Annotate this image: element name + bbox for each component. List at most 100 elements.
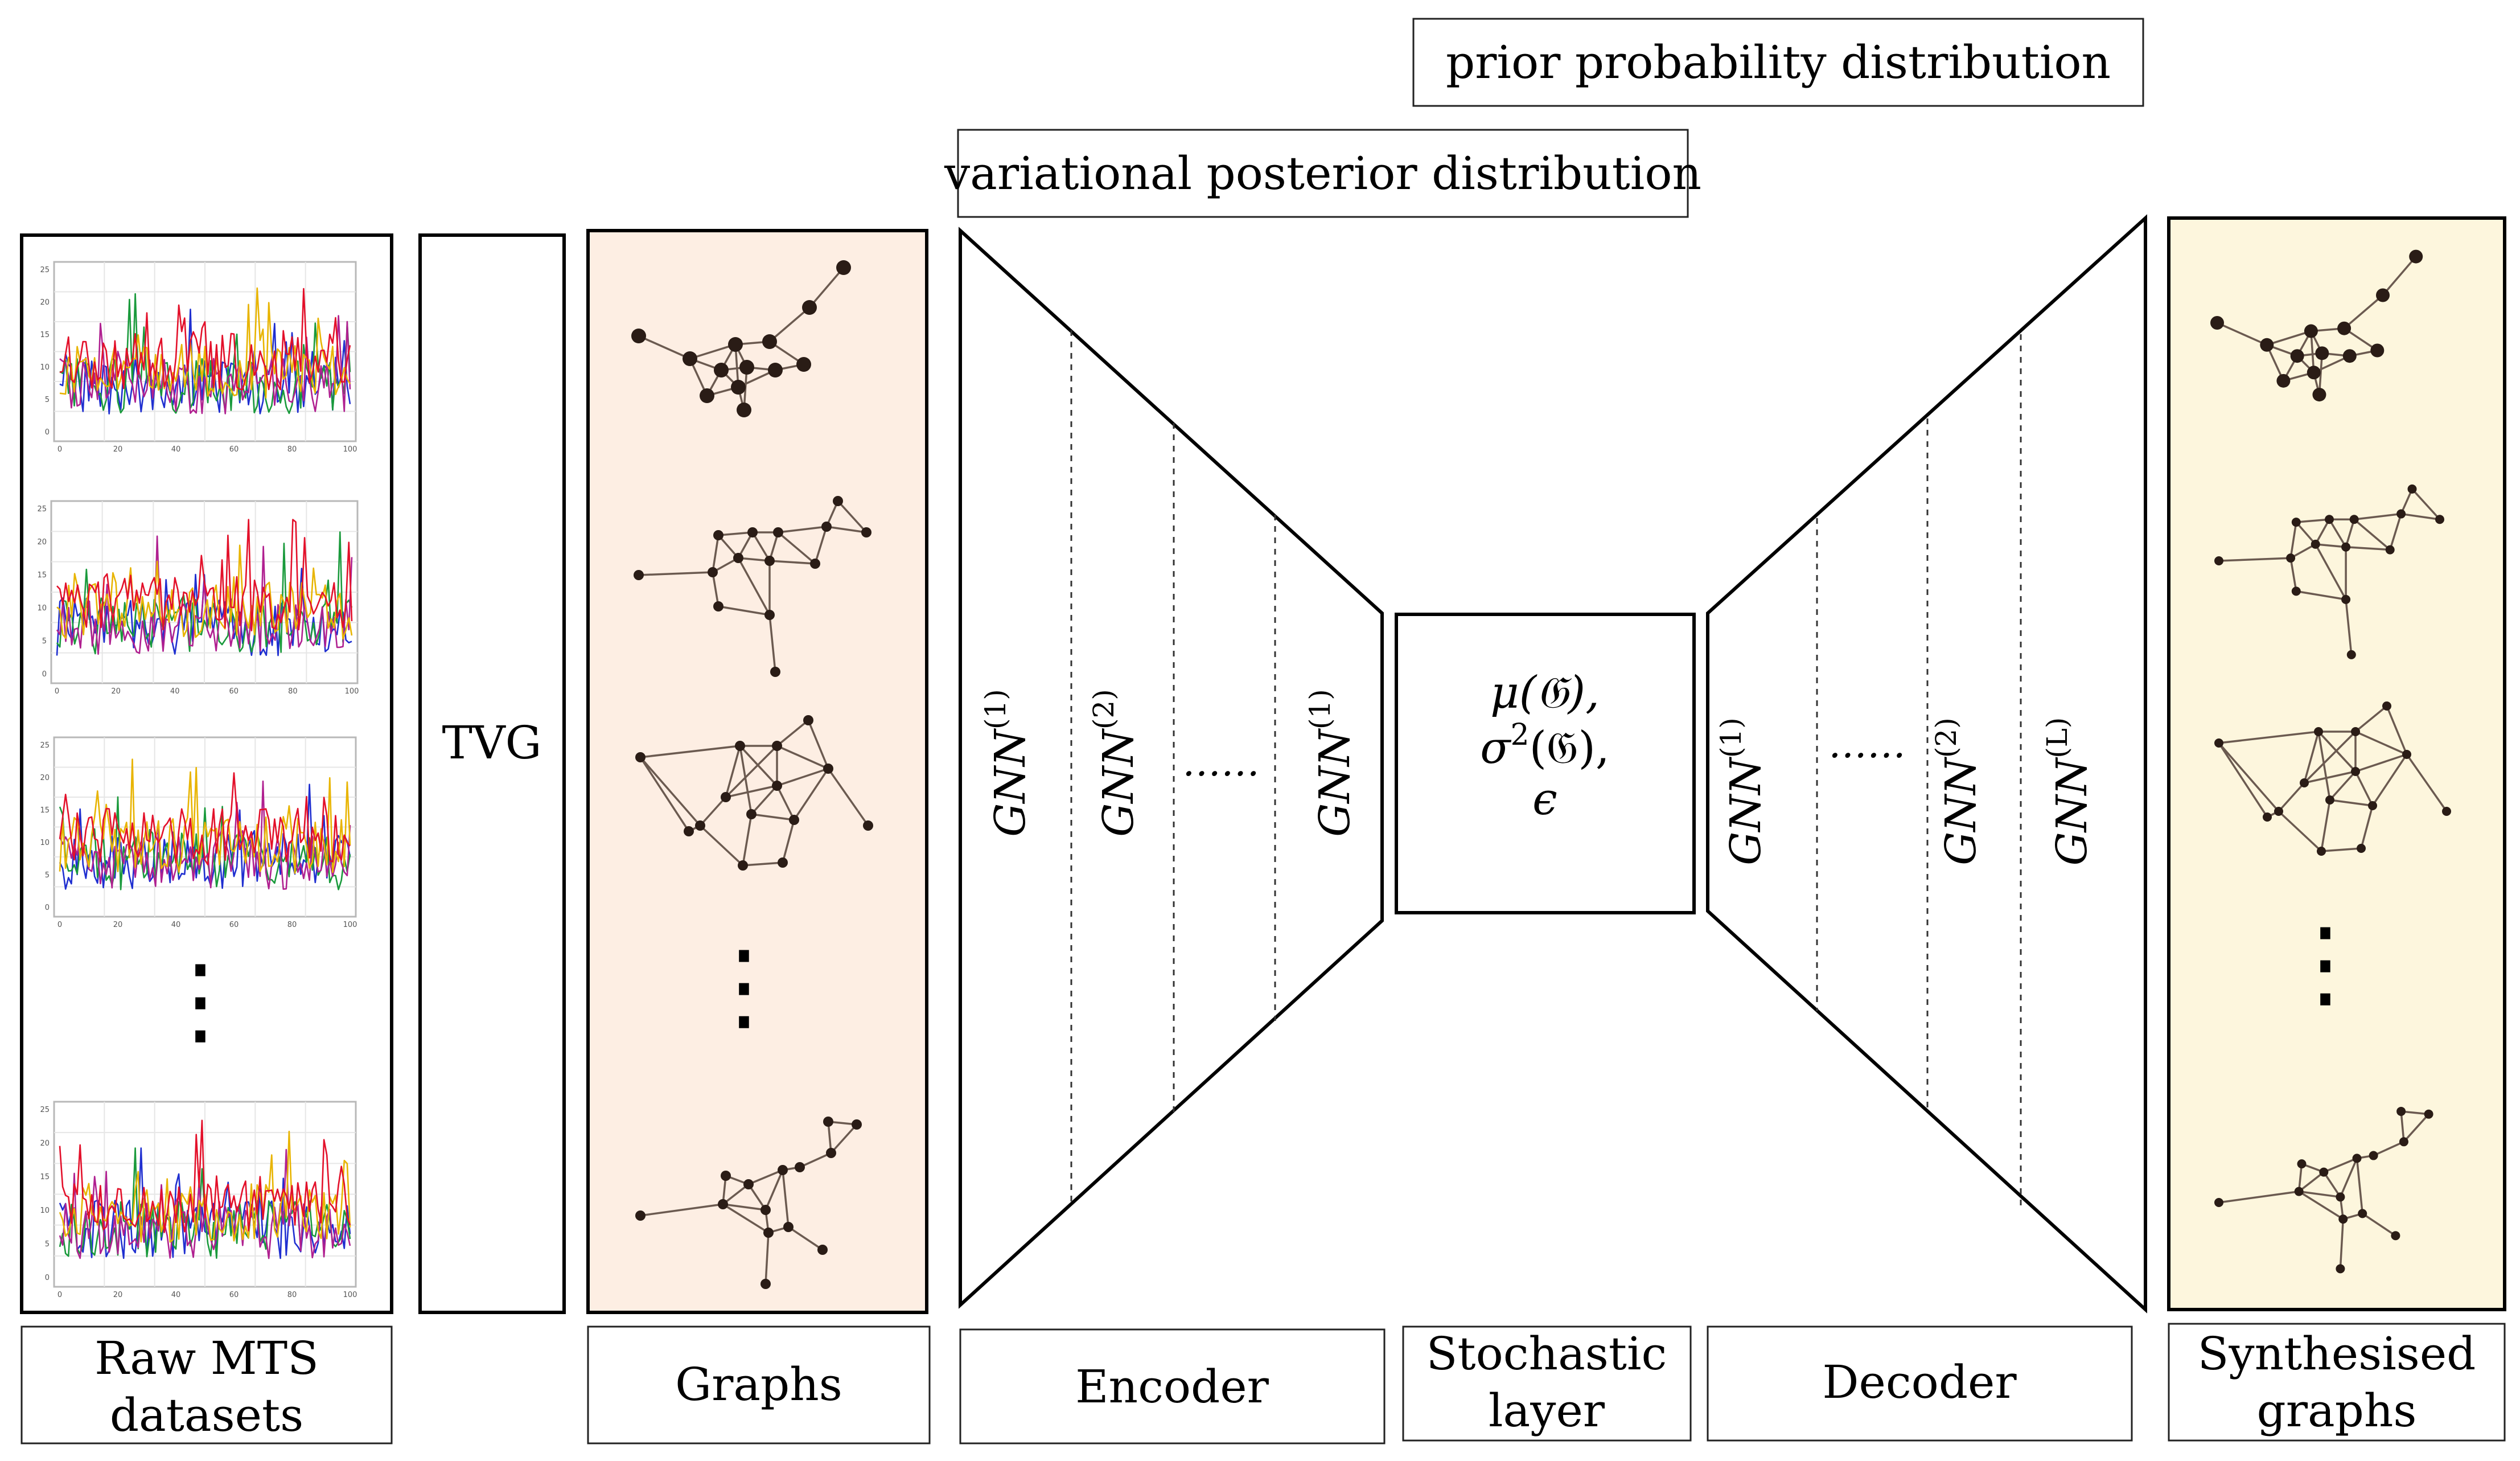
graph-edge — [725, 745, 741, 798]
decoder-layer-2-sup: (2) — [1930, 717, 1963, 758]
graph-node — [778, 1165, 788, 1175]
ts-x-tick: 60 — [229, 921, 239, 929]
encoder-layer-1-base: GNN — [1094, 728, 1143, 837]
graph-node — [760, 1205, 771, 1215]
ts-y-tick: 15 — [40, 331, 50, 339]
graph-node — [789, 815, 799, 825]
graph-node — [836, 260, 851, 275]
ts-y-tick: 0 — [45, 904, 50, 912]
synth-panel — [2167, 216, 2506, 1311]
graph-node — [2409, 249, 2423, 264]
graph-node — [2338, 1214, 2348, 1224]
encoder-layer-dividers — [1070, 330, 1276, 1205]
encoder-label-box — [959, 1328, 1386, 1444]
graph-node — [2286, 553, 2296, 563]
graph-edge — [699, 824, 744, 867]
graph-node — [772, 741, 782, 751]
graph-node — [2317, 847, 2326, 856]
ts-y-tick: 25 — [40, 266, 50, 274]
ts-y-tick: 25 — [37, 505, 47, 514]
graph-node — [2319, 1167, 2329, 1177]
encoder-label: Encoder — [1075, 1360, 1269, 1413]
graph-node — [746, 809, 757, 819]
graph-edge — [799, 1152, 832, 1168]
graph-node — [700, 388, 714, 403]
raw-mts-label-line2: datasets — [110, 1389, 303, 1442]
graph-edge — [722, 1203, 766, 1211]
graph-edge — [2321, 847, 2362, 852]
graph-node — [2314, 727, 2323, 736]
graph-edge — [2355, 730, 2407, 756]
synth-ellipsis: ⋮ — [2277, 907, 2374, 1020]
graph-edge — [639, 756, 701, 827]
graph-edge — [2278, 782, 2305, 812]
ts-x-tick: 100 — [343, 445, 357, 454]
graph-node — [739, 360, 754, 375]
graph-node — [2382, 701, 2391, 711]
ts-y-tick: 25 — [40, 1106, 50, 1114]
graph-edge — [827, 768, 869, 827]
decoder-label-box — [1707, 1325, 2133, 1442]
ts-y-tick: 20 — [40, 298, 50, 307]
graph-node — [2391, 1231, 2400, 1241]
stochastic-label-line1: Stochastic — [1427, 1327, 1667, 1380]
graph-edge — [722, 1183, 750, 1205]
graph-edge — [2289, 522, 2297, 559]
ts-series-1 — [59, 1119, 351, 1233]
graph-edge — [750, 785, 778, 815]
graph-node — [2276, 374, 2291, 388]
synth-graph-3 — [2214, 701, 2451, 856]
graph-edge — [776, 768, 829, 787]
graph-node — [731, 380, 746, 395]
graph-node — [2396, 1106, 2406, 1116]
graph-edge — [830, 1123, 858, 1154]
graph-edge — [2354, 771, 2374, 806]
graph-node — [803, 715, 813, 725]
graph-edge — [2362, 1212, 2396, 1237]
graph-node — [721, 1171, 731, 1181]
ts-x-tick: 40 — [171, 1291, 181, 1299]
stochastic-epsilon: ϵ — [1532, 774, 1557, 825]
graph-edge — [2278, 810, 2322, 852]
ts-y-tick: 5 — [45, 871, 50, 880]
graph-node — [718, 1199, 728, 1209]
graph-node — [2291, 586, 2301, 596]
graph-node — [747, 527, 758, 537]
graphs-label-box — [587, 1325, 931, 1444]
ts-x-tick: 80 — [288, 687, 298, 696]
graph-node — [737, 403, 751, 417]
ts-series-3 — [59, 796, 351, 890]
graph-edge — [2218, 742, 2280, 812]
graph-edge — [738, 557, 770, 562]
ts-x-tick: 60 — [229, 445, 239, 454]
graph-edge — [2304, 770, 2356, 784]
graph-node — [2351, 727, 2360, 736]
graph-node — [684, 826, 694, 836]
raw-mts-label-box — [20, 1325, 393, 1444]
graph-edge — [776, 785, 795, 820]
graph-node — [2304, 324, 2318, 338]
graph-edge — [826, 526, 867, 533]
graph-edge — [2303, 731, 2320, 783]
graph-node — [2325, 515, 2334, 524]
graph-edge — [764, 1169, 784, 1210]
graph-edge — [2310, 331, 2315, 373]
graph-node — [738, 860, 748, 871]
graph-node — [861, 527, 871, 537]
graph-edge — [2411, 488, 2441, 520]
graph-edge — [638, 335, 690, 360]
ts-x-tick: 100 — [345, 687, 359, 696]
ts-x-tick: 60 — [229, 1291, 239, 1299]
graph-edge — [807, 720, 829, 769]
graph-edge — [2322, 1171, 2341, 1198]
graph-edge — [2403, 1113, 2429, 1143]
graph-node — [735, 741, 745, 751]
graph-node — [796, 357, 811, 372]
graph-node — [2291, 518, 2301, 527]
graph-edge — [788, 1226, 823, 1251]
input-graphs — [631, 260, 873, 1289]
graph-node — [764, 610, 775, 620]
tvg-box — [418, 233, 566, 1314]
graph-node — [2407, 484, 2417, 494]
